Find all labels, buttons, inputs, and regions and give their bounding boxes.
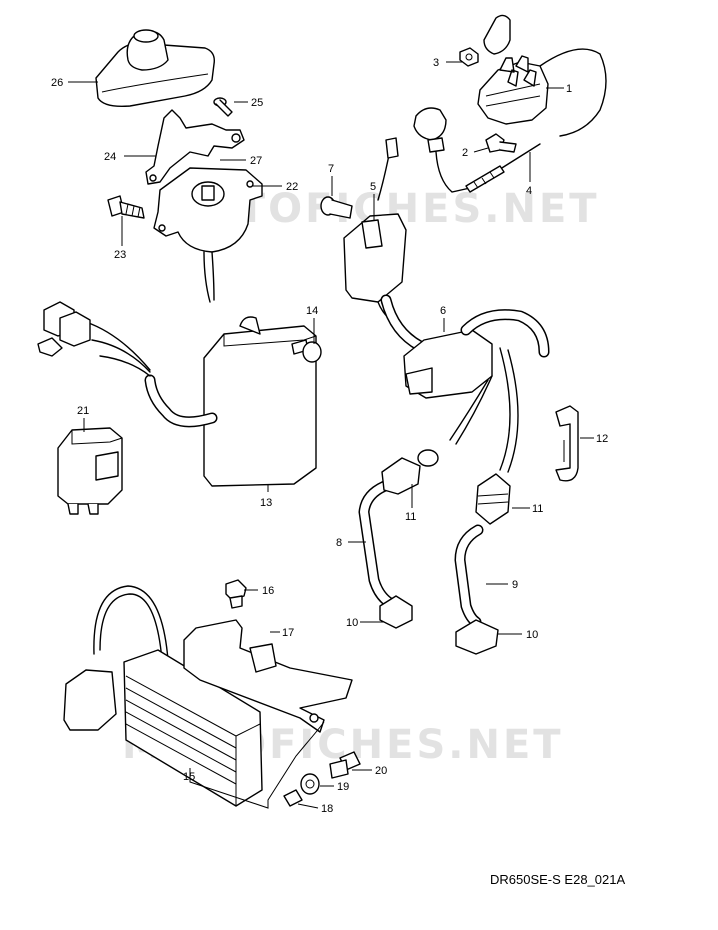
callout-21: 21 [77,405,89,417]
cable-4 [465,143,541,193]
bolt-14 [291,339,322,363]
collar-18 [283,789,303,807]
callout-5: 5 [370,181,376,193]
callout-20: 20 [375,765,387,777]
callout-17: 17 [282,627,294,639]
callout-8: 8 [336,537,342,549]
cable-cap [483,14,511,55]
callout-14: 14 [306,305,318,317]
relay-21 [57,427,123,515]
callout-18: 18 [321,803,333,815]
nut-3 [459,47,479,67]
screw-2 [485,133,517,153]
bolt-20 [329,751,361,779]
callout-26: 26 [51,77,63,89]
callout-2: 2 [462,147,468,159]
cdi-unit [37,301,317,487]
switch-bracket [145,109,245,185]
callout-19: 19 [337,781,349,793]
callout-15: 15 [183,771,195,783]
ignition-coil-5 [343,137,421,345]
regulator-rectifier [63,585,263,807]
callout-24: 24 [104,151,116,163]
callout-6: 6 [440,305,446,317]
callout-1: 1 [566,83,572,95]
main-switch [477,48,607,137]
cap-10-right [455,619,499,655]
callout-23: 23 [114,249,126,261]
callout-3: 3 [433,57,439,69]
leader-lines [68,61,594,809]
ignition-coil-6 [380,294,550,473]
callout-16: 16 [262,585,274,597]
bolt-16 [225,579,247,609]
bolt-23 [107,195,145,219]
screw-25 [213,97,233,117]
hose-9 [454,524,484,628]
ignition-switch-cover [95,29,215,108]
callout-11-right: 11 [532,503,543,515]
callout-4: 4 [526,185,532,197]
callout-labels: 26 25 24 27 22 23 3 1 2 4 7 5 6 14 13 21… [51,57,608,815]
bolt-7 [320,196,353,219]
callout-7: 7 [328,163,334,175]
callout-27: 27 [250,155,262,167]
diagram-reference-code: DR650SE-S E28_021A [490,872,625,887]
callout-11-left: 11 [405,511,416,523]
grommet-11-left [381,449,439,495]
cable-boot [413,107,471,193]
callout-13: 13 [260,497,272,509]
callout-22: 22 [286,181,298,193]
cap-10-left [379,595,413,629]
callout-10-right: 10 [526,629,538,641]
bracket-17 [183,619,353,733]
bracket-12 [555,405,579,482]
grommet-11-right [475,473,511,525]
hose-8 [358,478,402,612]
callout-10-left: 10 [346,617,358,629]
ignition-switch [153,167,263,303]
grommet-19 [300,773,320,795]
callout-12: 12 [596,433,608,445]
callout-25: 25 [251,97,263,109]
callout-9: 9 [512,579,518,591]
